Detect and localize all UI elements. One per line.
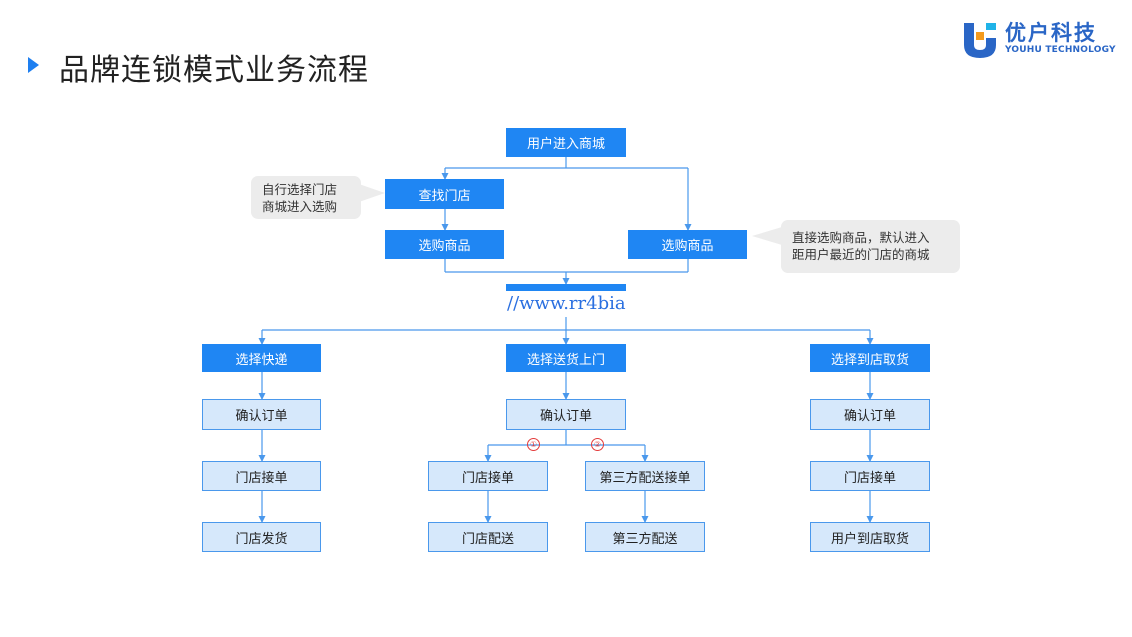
logo-name-cn: 优户科技 [1005, 21, 1097, 45]
express-ship-node: 门店发货 [202, 522, 321, 552]
watermark-overlay: //www.rr4biao [505, 291, 626, 317]
logo-name-en: YOUHU TECHNOLOGY [1005, 45, 1116, 55]
express-accept-node: 门店接单 [202, 461, 321, 491]
express-confirm-node: 确认订单 [202, 399, 321, 430]
pickup-accept-node: 门店接单 [810, 461, 930, 491]
marker-1: ① [527, 438, 540, 451]
note-right-pointer [752, 227, 782, 245]
note-left: 自行选择门店 商城进入选购 [251, 176, 361, 219]
note-right-line-2: 距用户最近的门店的商城 [792, 247, 930, 262]
marker-2: ② [591, 438, 604, 451]
select-goods-right-node: 选购商品 [628, 230, 747, 259]
pickup-head-node: 选择到店取货 [810, 344, 930, 372]
enter-mall-node: 用户进入商城 [506, 128, 626, 157]
delivery-store-dispatch-node: 门店配送 [428, 522, 548, 552]
express-head-node: 选择快递 [202, 344, 321, 372]
delivery-confirm-node: 确认订单 [506, 399, 626, 430]
note-left-line-1: 自行选择门店 [262, 182, 338, 197]
pickup-confirm-node: 确认订单 [810, 399, 930, 430]
note-right-line-1: 直接选购商品，默认进入 [792, 230, 930, 245]
delivery-store-accept-node: 门店接单 [428, 461, 548, 491]
delivery-third-dispatch-node: 第三方配送 [585, 522, 705, 552]
page-title: 品牌连锁模式业务流程 [59, 53, 369, 88]
note-left-pointer [359, 184, 385, 202]
find-store-node: 查找门店 [385, 179, 504, 209]
pickup-collect-node: 用户到店取货 [810, 522, 930, 552]
delivery-third-accept-node: 第三方配送接单 [585, 461, 705, 491]
youhu-logo-icon [964, 23, 996, 58]
delivery-head-node: 选择送货上门 [506, 344, 626, 372]
select-goods-left-node: 选购商品 [385, 230, 504, 259]
note-right: 直接选购商品，默认进入 距用户最近的门店的商城 [781, 220, 960, 273]
company-logo: 优户科技 YOUHU TECHNOLOGY [962, 18, 1122, 60]
title-bullet-icon [28, 57, 39, 73]
note-left-line-2: 商城进入选购 [262, 199, 338, 214]
